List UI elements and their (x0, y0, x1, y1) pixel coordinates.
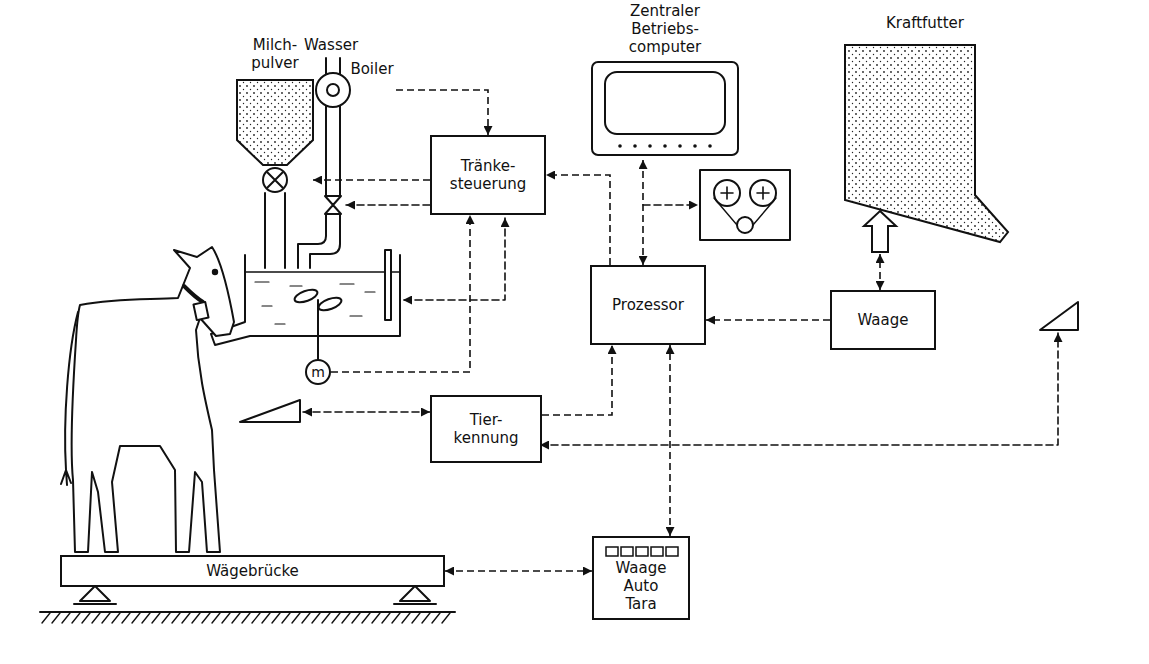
calf (61, 247, 234, 552)
hatch-stroke (132, 613, 140, 623)
hatch-stroke (442, 613, 450, 623)
hatch-stroke (152, 613, 160, 623)
display-digits (606, 547, 678, 556)
hatch-stroke (222, 613, 230, 623)
box-label: Waage (838, 311, 928, 329)
hatch-stroke (102, 613, 110, 623)
powder-pipe (265, 193, 285, 268)
hatch-stroke (372, 613, 380, 623)
monitor (592, 62, 738, 155)
hatch-stroke (302, 613, 310, 623)
hatch-stroke (192, 613, 200, 623)
signal-line (669, 345, 671, 536)
hatch-stroke (342, 613, 350, 623)
part-heading: Kraftfutter (835, 14, 1015, 32)
hatch-stroke (72, 613, 80, 623)
hopper (845, 45, 1008, 242)
hopper (835, 14, 1015, 254)
hatch-stroke (82, 613, 90, 623)
part-heading: Milch- pulver (240, 36, 310, 72)
hatch-stroke (352, 613, 360, 623)
hatch-stroke (412, 613, 420, 623)
dosing-wheel (263, 168, 287, 192)
signal-line (396, 90, 488, 135)
box-label: Wägebrücke (103, 562, 403, 580)
water-valve (325, 196, 341, 214)
hatch-stroke (332, 613, 340, 623)
hatch-stroke (252, 613, 260, 623)
box-label: Tränke- steuerung (438, 157, 538, 193)
scale-display: Waage Auto Tara (592, 536, 690, 620)
hatch-stroke (312, 613, 320, 623)
signal-line (706, 319, 830, 321)
box-label: Tier- kennung (446, 411, 526, 447)
signal-line (313, 179, 430, 181)
process-box: Tier- kennung (430, 395, 542, 463)
hatch-stroke (262, 613, 270, 623)
signal-line (331, 215, 470, 372)
hopper: Milch- pulver (237, 36, 313, 196)
scale-foot (74, 586, 436, 604)
ear-tag (193, 302, 208, 320)
level-sensor (385, 250, 391, 320)
hatch-stroke (212, 613, 220, 623)
part-heading: Boiler (348, 60, 396, 78)
hatch-stroke (392, 613, 400, 623)
box-label: Prozessor (598, 296, 698, 314)
scale-platform: Wägebrücke (60, 555, 445, 587)
signal-line (445, 570, 592, 572)
ground-line (40, 611, 455, 613)
control-box: Tränke- steuerung (430, 135, 546, 215)
signal-line (303, 205, 1058, 445)
box-label: Waage Auto Tara (611, 559, 671, 613)
signal-line (542, 345, 612, 415)
signal-line (546, 175, 610, 265)
hatch-stroke (362, 613, 370, 623)
antenna (1040, 302, 1078, 330)
stirrer (293, 287, 343, 359)
hatch-stroke (242, 613, 250, 623)
hatch-stroke (142, 613, 150, 623)
hatch-stroke (272, 613, 280, 623)
hatch-stroke (122, 613, 130, 623)
scale-box: Waage (830, 290, 936, 350)
box-label: m (308, 363, 328, 381)
hatch-stroke (62, 613, 70, 623)
hatch-stroke (432, 613, 440, 623)
tape-unit (700, 170, 790, 240)
motor-symbol: m (305, 359, 331, 385)
process-box: Prozessor (590, 265, 706, 345)
hatch-stroke (42, 613, 50, 623)
ground-hatch (42, 613, 450, 623)
hatch-stroke (162, 613, 170, 623)
hatch-stroke (172, 613, 180, 623)
signal-line (879, 254, 881, 290)
hatch-stroke (92, 613, 100, 623)
part-heading: Zentraler Betriebs- computer (615, 2, 715, 56)
hatch-stroke (422, 613, 430, 623)
hatch-stroke (202, 613, 210, 623)
hatch-stroke (292, 613, 300, 623)
hatch-stroke (402, 613, 410, 623)
hopper (237, 80, 313, 165)
boiler: Boiler (314, 60, 396, 110)
antenna (240, 400, 300, 422)
hatch-stroke (232, 613, 240, 623)
part-label: Wasser (304, 36, 358, 54)
hatch-stroke (112, 613, 120, 623)
hatch-stroke (182, 613, 190, 623)
dosing-arrow (864, 211, 896, 252)
mixing-tank (211, 250, 400, 345)
hatch-stroke (322, 613, 330, 623)
hatch-stroke (382, 613, 390, 623)
signal-line (642, 160, 644, 265)
hopper: Kraftfutter (835, 14, 1015, 254)
hatch-stroke (282, 613, 290, 623)
hatch-stroke (52, 613, 60, 623)
boiler (316, 73, 350, 107)
computer-monitor: Zentraler Betriebs- computer (585, 2, 745, 160)
